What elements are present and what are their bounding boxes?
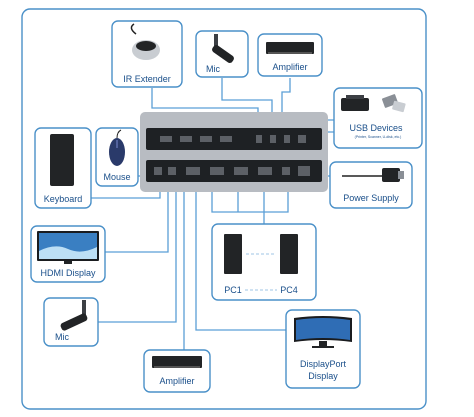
mic-top-icon xyxy=(212,34,234,63)
scanner-icon xyxy=(381,94,406,113)
mouse-label: Mouse xyxy=(103,172,130,182)
wire-hdmi-display xyxy=(104,178,169,253)
amplifier-top-device: Amplifier xyxy=(257,33,323,77)
displayport-display-label-line1: DisplayPort xyxy=(300,359,347,369)
pc4-label: PC4 xyxy=(280,285,298,295)
power-supply-label: Power Supply xyxy=(343,193,399,203)
pc4-tower-icon xyxy=(280,234,298,274)
mouse-device: Mouse xyxy=(95,127,139,187)
usb-devices-device: USB Devices (Printer, Scanner, U-disk, e… xyxy=(333,87,423,149)
displayport-display-device: DisplayPort Display xyxy=(285,309,361,389)
amplifier-bottom-icon xyxy=(152,356,202,368)
displayport-display-label-line2: Display xyxy=(308,371,338,381)
mic-bottom-device: Mic xyxy=(43,297,99,347)
printer-icon xyxy=(341,95,369,111)
ir-extender-device: IR Extender xyxy=(111,20,183,88)
displayport-monitor-icon xyxy=(294,316,352,348)
hdmi-display-label: HDMI Display xyxy=(40,268,96,278)
amplifier-top-icon xyxy=(266,42,314,54)
power-adapter-icon xyxy=(342,168,404,182)
hdmi-monitor-icon xyxy=(37,231,99,264)
wire-displayport-display xyxy=(195,162,286,331)
amplifier-bottom-device: Amplifier xyxy=(143,349,211,393)
keyboard-label: Keyboard xyxy=(44,194,83,204)
pc1-tower-icon xyxy=(224,234,242,274)
usb-devices-label: USB Devices xyxy=(349,123,403,133)
usb-devices-sublabel: (Printer, Scanner, U-disk, etc.) xyxy=(355,135,402,139)
pc1-label: PC1 xyxy=(224,285,242,295)
mouse-icon xyxy=(109,129,125,166)
wire-mic-bottom xyxy=(97,178,177,323)
mic-top-device: Mic xyxy=(195,30,249,78)
mic-bottom-icon xyxy=(60,300,88,331)
mic-bottom-label: Mic xyxy=(55,332,69,342)
mic-top-label: Mic xyxy=(206,64,220,74)
kvm-switch-ports xyxy=(154,135,310,176)
kvm-switch-top-panel xyxy=(146,128,322,150)
ir-extender-icon xyxy=(130,23,160,60)
amplifier-bottom-label: Amplifier xyxy=(159,376,194,386)
keyboard-icon xyxy=(50,134,74,186)
kvm-switch xyxy=(140,112,328,192)
ir-extender-label: IR Extender xyxy=(123,74,171,84)
pcs-device: PC1 PC4 xyxy=(211,223,317,301)
hdmi-display-device: HDMI Display xyxy=(30,225,106,283)
power-supply-device: Power Supply xyxy=(329,161,413,209)
amplifier-top-label: Amplifier xyxy=(272,62,307,72)
keyboard-device: Keyboard xyxy=(34,127,92,209)
outer-frame xyxy=(21,8,427,410)
wire-pcs xyxy=(211,178,289,213)
